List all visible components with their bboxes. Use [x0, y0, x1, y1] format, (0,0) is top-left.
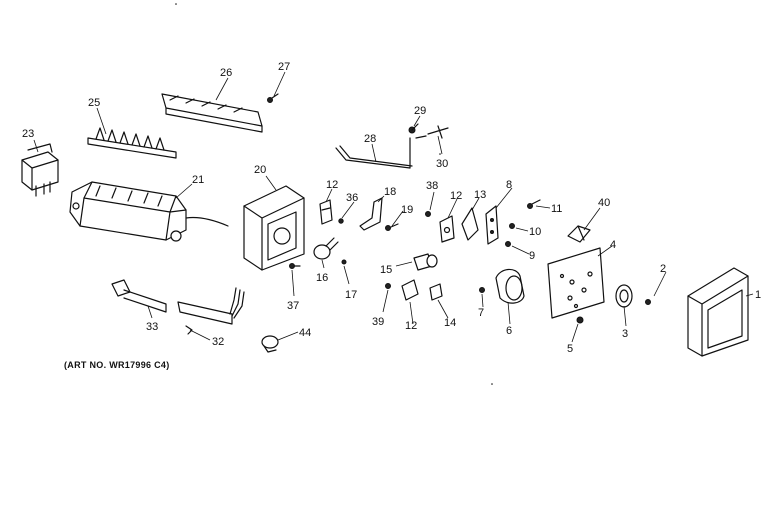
part-12-holder-c: [401, 279, 419, 301]
part-18-lever: [359, 197, 383, 231]
part-3-gear: [615, 284, 633, 308]
callout-12-top: 12: [326, 179, 338, 191]
callout-10: 10: [529, 226, 541, 238]
callout-17: 17: [345, 289, 357, 301]
part-12-holder-b: [439, 215, 455, 243]
callout-6: 6: [506, 325, 512, 337]
part-5-screw: [576, 316, 584, 324]
part-2-screw: [645, 299, 651, 305]
part-39-screw: [385, 283, 391, 289]
callout-1: 1: [755, 289, 761, 301]
callout-25: 25: [88, 97, 100, 109]
callout-37: 37: [287, 300, 299, 312]
part-14-clip: [429, 283, 443, 301]
stray-marks: [175, 3, 493, 385]
part-6-motor: [495, 268, 525, 304]
callout-32: 32: [212, 336, 224, 348]
part-12-holder-a: [319, 199, 333, 225]
callout-3: 3: [622, 328, 628, 340]
callout-labels: 1 2 3 4 5 6 7 8 9 10 11 12 12 12 13 14 1…: [22, 61, 761, 355]
part-37-screw: [289, 263, 301, 269]
part-36-screw: [338, 218, 344, 224]
callout-36: 36: [346, 192, 358, 204]
callout-11: 11: [551, 203, 562, 215]
callout-33: 33: [146, 321, 158, 333]
part-16-thermostat: [313, 237, 339, 260]
part-1-cover: [687, 267, 749, 357]
part-17-screw: [341, 259, 347, 265]
part-44-plug: [261, 335, 279, 353]
part-29-pin: [408, 123, 419, 134]
part-26-stripper: [161, 93, 263, 133]
callout-18: 18: [384, 186, 396, 198]
callout-12-bottom: 12: [405, 320, 417, 332]
callout-15: 15: [380, 264, 392, 276]
part-38-screw: [425, 211, 431, 217]
callout-30: 30: [436, 158, 448, 170]
art-number: (ART NO. WR17996 C4): [64, 360, 170, 370]
callout-2: 2: [660, 263, 666, 275]
leader-lines: [33, 71, 754, 343]
part-11-screw: [527, 199, 541, 209]
part-32-harness: [177, 287, 245, 335]
part-21-ice-mold: [69, 181, 229, 242]
callout-29: 29: [414, 105, 426, 117]
callout-12-middle: 12: [450, 190, 462, 202]
callout-44: 44: [299, 327, 311, 339]
part-7-screw: [479, 287, 485, 293]
callout-8: 8: [506, 179, 512, 191]
part-20-housing: [243, 185, 305, 271]
callout-14: 14: [444, 317, 456, 329]
part-40-connector: [567, 225, 591, 243]
part-28-shutoff-arm: [335, 137, 413, 169]
part-25-ejector-blade: [87, 127, 177, 159]
part-23-switch: [21, 143, 59, 197]
callout-28: 28: [364, 133, 376, 145]
part-15-cap: [413, 253, 438, 271]
part-19-screw: [385, 223, 399, 231]
callout-21: 21: [192, 174, 204, 186]
part-8-bracket: [485, 205, 499, 245]
callout-13: 13: [474, 189, 486, 201]
callout-7: 7: [478, 307, 484, 319]
part-9-screw: [505, 241, 511, 247]
callout-38: 38: [426, 180, 438, 192]
callout-27: 27: [278, 61, 290, 73]
part-4-module-plate: [547, 247, 605, 319]
callout-39: 39: [372, 316, 384, 328]
callout-23: 23: [22, 128, 34, 140]
part-27-screw: [267, 93, 279, 103]
part-33-fill-tube: [111, 279, 167, 313]
callout-26: 26: [220, 67, 232, 79]
part-10-screw: [509, 223, 515, 229]
callout-4: 4: [610, 239, 616, 251]
callout-40: 40: [598, 197, 610, 209]
callout-16: 16: [316, 272, 328, 284]
part-30-clip: [415, 125, 449, 139]
callout-9: 9: [529, 250, 535, 262]
callout-20: 20: [254, 164, 266, 176]
part-13-plate: [461, 207, 479, 241]
callout-5: 5: [567, 343, 573, 355]
callout-19: 19: [401, 204, 413, 216]
